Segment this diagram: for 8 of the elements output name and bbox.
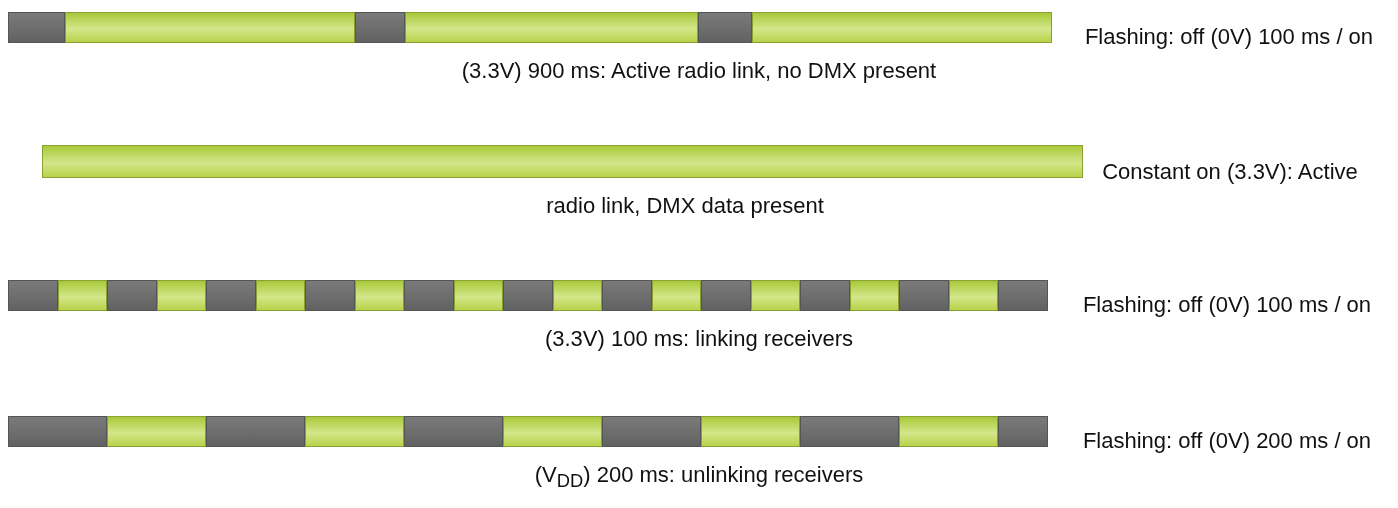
signal-bar xyxy=(8,12,1052,43)
status-description: Flashing: off (0V) 100 ms / on (3.3V) 900 ms: Active radio link, no DMX present xyxy=(461,24,1374,83)
signal-bar xyxy=(8,416,1048,447)
status-description: Flashing: off (0V) 200 ms / on (V$_{DD}$) 200 ms: unlinking receivers xyxy=(534,428,1372,487)
signal-bar xyxy=(8,280,1048,311)
status-description: Constant on (3.3V): Active radio link, DMX data present xyxy=(546,159,1358,218)
status-description: Flashing: off (0V) 100 ms / on (3.3V) 100 ms: linking receivers xyxy=(544,292,1372,351)
signal-bar xyxy=(42,145,1083,178)
